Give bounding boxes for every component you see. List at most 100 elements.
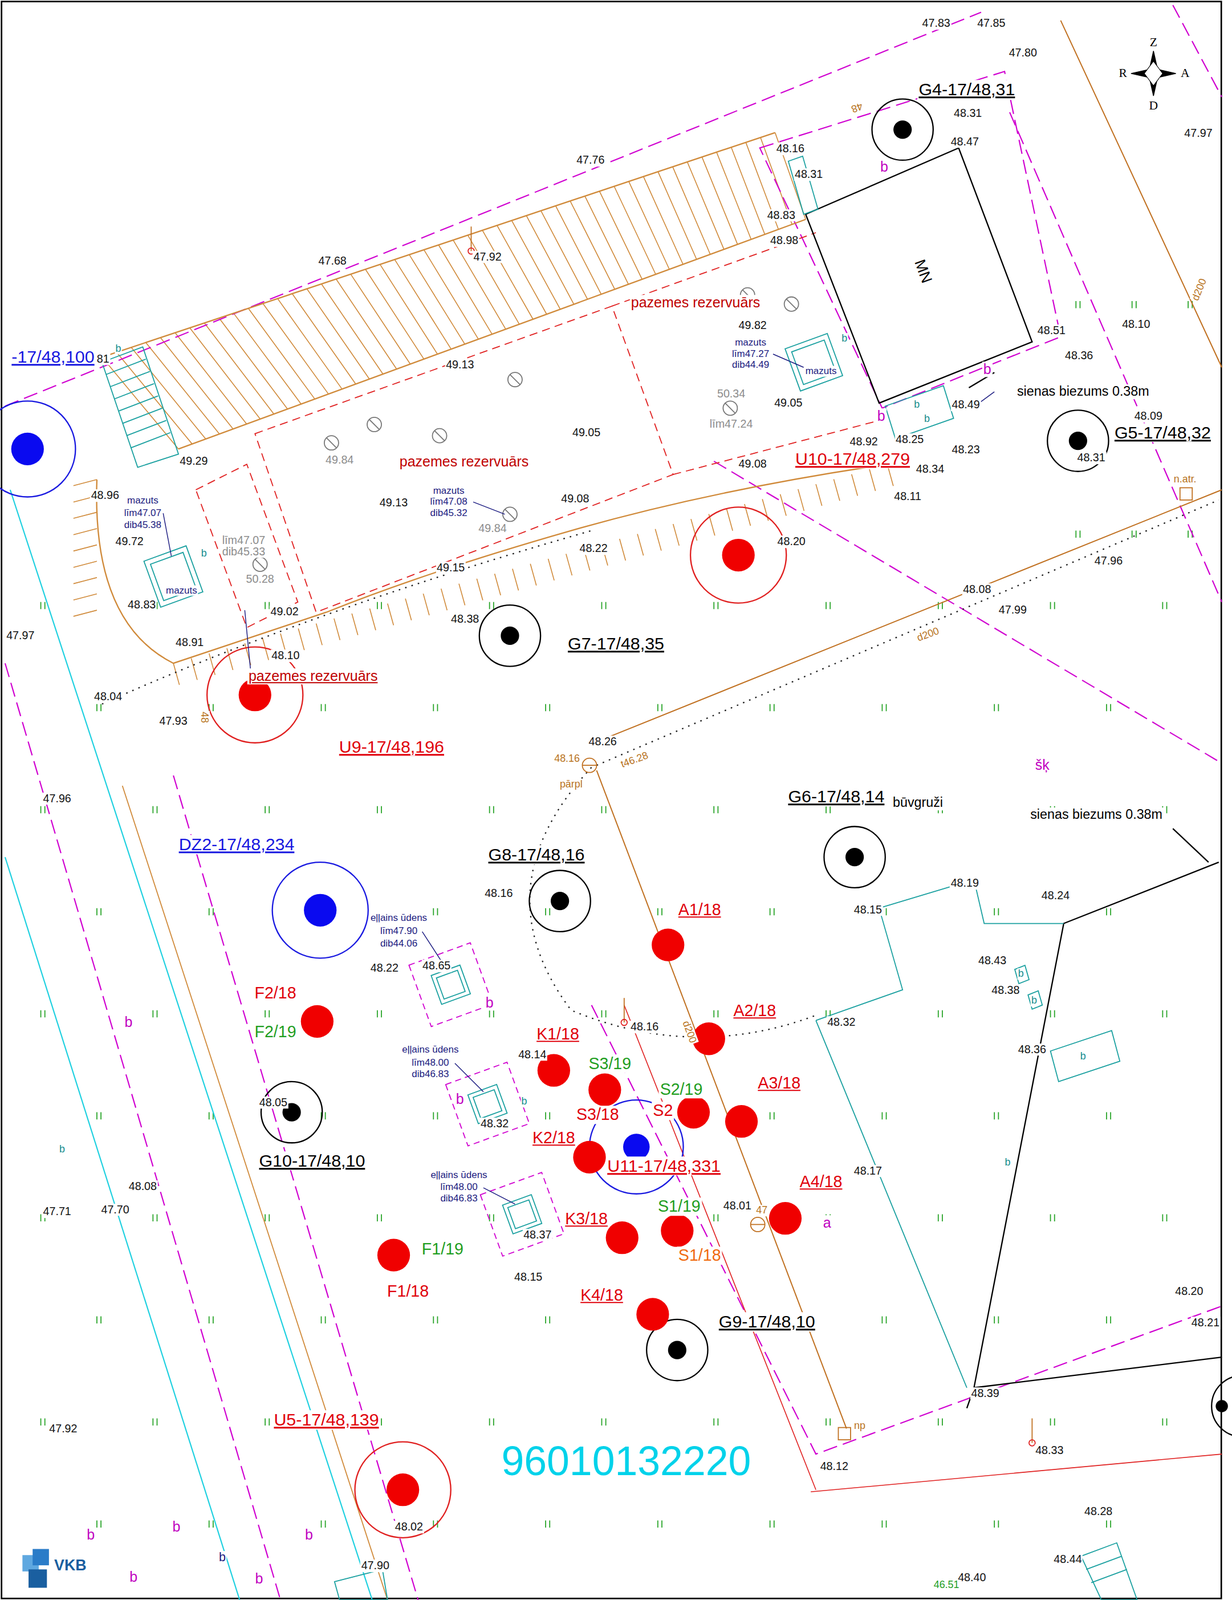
elevation-value: 48.04 — [92, 690, 123, 703]
sample-label: F1/19 — [420, 1240, 466, 1259]
grass-symbol — [994, 704, 999, 712]
elevation-value: 48.38 — [990, 984, 1021, 997]
elevation-value: 49.08 — [560, 492, 591, 506]
tank-note: līm48.00 — [439, 1181, 479, 1193]
elevation-value: līm47.24 — [708, 417, 754, 431]
slope-hatching — [731, 147, 766, 235]
slope-hatching — [321, 283, 384, 374]
slope-hatching — [394, 259, 451, 349]
tank-box — [480, 1172, 565, 1256]
utility-symbol — [620, 1019, 628, 1026]
slope-hatching — [336, 278, 397, 369]
borehole-existing — [893, 120, 912, 139]
elevation-value: 48.11 — [893, 490, 923, 503]
grass-symbol — [826, 1417, 831, 1426]
grass-symbol — [96, 1316, 101, 1324]
elevation-value: 47.71 — [42, 1205, 72, 1218]
slope-hatching — [73, 560, 97, 568]
grass-symbol — [152, 806, 157, 814]
grass-symbol — [713, 1214, 718, 1222]
slope-hatching — [672, 167, 711, 255]
logo-mark — [22, 1548, 50, 1588]
elevation-value: 48.32 — [479, 1117, 510, 1131]
utility-symbol — [468, 226, 1193, 1446]
tank-box — [408, 942, 493, 1027]
paved-area — [1050, 1030, 1121, 1081]
elevation-value: 49.05 — [571, 426, 601, 439]
tank-hatch — [253, 287, 799, 572]
grass-symbol — [1075, 301, 1080, 309]
property-boundary — [5, 5, 1222, 1600]
slope-hatching — [726, 509, 734, 531]
tank-area — [195, 232, 888, 628]
grass-symbol — [713, 1417, 718, 1426]
elevation-value: 48.25 — [894, 433, 925, 446]
elevation-value: 47.93 — [158, 714, 189, 728]
code-letter: b — [913, 399, 921, 411]
elevation-value: 47.96 — [42, 792, 72, 805]
property-boundary — [591, 1005, 1223, 1454]
utility-label: np — [853, 1420, 867, 1432]
borehole-existing — [261, 1081, 323, 1143]
grass-symbol — [41, 301, 1193, 1528]
code-letter: b — [128, 1568, 139, 1585]
grass-symbol — [41, 1417, 46, 1426]
borehole-red — [722, 538, 755, 572]
slope-hatching — [548, 558, 555, 581]
survey-line — [122, 785, 388, 1600]
utility-label: d200 — [680, 1018, 699, 1046]
sample-label: A4/18 — [798, 1173, 844, 1191]
elevation-value: 48.31 — [1076, 451, 1107, 465]
tank-area — [254, 306, 673, 613]
elevation-value: 47.97 — [5, 629, 36, 642]
stairs — [1086, 1555, 1128, 1583]
slope-hatching — [189, 327, 261, 420]
logo-mark — [32, 1548, 50, 1566]
grass-symbol — [321, 1519, 326, 1528]
grass-symbol — [826, 602, 831, 610]
elevation-value: 49.84 — [477, 522, 508, 535]
compass-letter: D — [1148, 99, 1160, 113]
borehole-existing — [261, 99, 1232, 1437]
code-letter: b — [1079, 1050, 1087, 1063]
utility-symbol — [582, 758, 597, 773]
leader-line — [163, 513, 172, 556]
slope-hatching — [298, 628, 305, 650]
compass-letter: A — [1179, 66, 1191, 81]
grass-symbol — [377, 806, 382, 814]
survey-line — [624, 1005, 816, 1490]
grass-symbol — [41, 602, 46, 610]
compass-rose — [1144, 61, 1163, 86]
grass-symbol — [489, 1214, 494, 1222]
slope-hatching — [369, 608, 376, 630]
grass-symbol — [545, 1316, 550, 1324]
survey-line — [5, 856, 240, 1600]
code-letter: b — [484, 994, 495, 1011]
sample-point — [660, 1214, 694, 1247]
sample-label: S1/18 — [677, 1246, 723, 1264]
tank-note: līm47.08 — [429, 496, 469, 508]
borehole-label: G7-17/48,35 — [566, 633, 666, 653]
grass-symbol — [96, 908, 101, 916]
utility-symbol — [1180, 487, 1193, 500]
slope-hatching — [614, 186, 656, 275]
yard-edge — [102, 132, 776, 358]
sample-label: A3/18 — [756, 1074, 802, 1092]
property-boundary — [1009, 112, 1222, 603]
borehole-existing — [668, 1340, 687, 1359]
slope-hatching — [409, 254, 465, 345]
tank-note: eļļains ūdens — [369, 912, 429, 924]
elevation-value: 49.05 — [773, 396, 804, 410]
slope-hatching — [637, 533, 644, 556]
sample-label: S2 — [651, 1101, 675, 1120]
tank-hatch — [786, 298, 797, 309]
slope-hatching — [292, 293, 356, 385]
elevation-value: 48.98 — [769, 234, 799, 247]
elevation-value: 47.96 — [1093, 554, 1124, 568]
borehole-label: U9-17/48,196 — [337, 737, 446, 756]
elevation-value: 48.08 — [962, 583, 992, 596]
slope-hatching — [599, 190, 643, 279]
utility-label: 48.16 — [553, 753, 581, 765]
slope-hatching — [628, 181, 670, 270]
elevation-value: dib45.33 — [221, 545, 267, 559]
